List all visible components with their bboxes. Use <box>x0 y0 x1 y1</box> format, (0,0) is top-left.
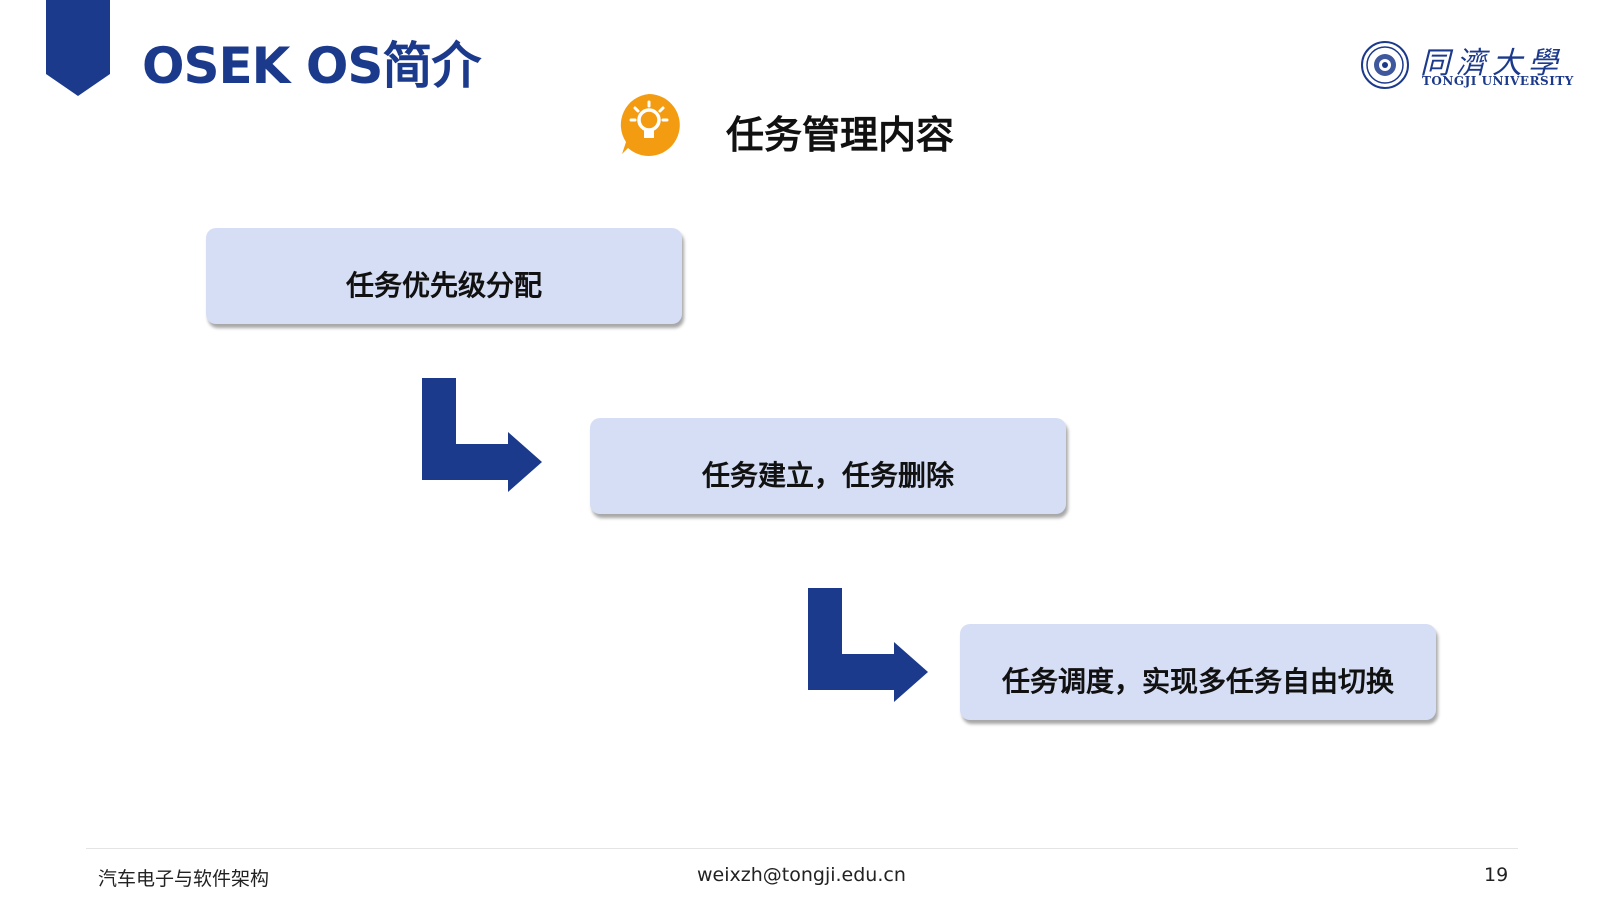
step-box-priority: 任务优先级分配 <box>206 228 682 324</box>
footer-divider <box>86 848 1518 849</box>
step-label: 任务调度，实现多任务自由切换 <box>1001 665 1394 698</box>
section-heading: 任务管理内容 <box>726 113 955 157</box>
page-title: OSEK OS简介 <box>142 37 481 95</box>
bent-arrow-icon <box>808 588 928 702</box>
title-marker <box>46 0 110 96</box>
step-label: 任务建立，任务删除 <box>701 459 954 492</box>
step-box-scheduling: 任务调度，实现多任务自由切换 <box>960 624 1436 720</box>
page-number: 19 <box>1484 864 1509 886</box>
footer-course-name: 汽车电子与软件架构 <box>98 868 270 890</box>
university-seal-icon <box>1361 41 1409 89</box>
bent-arrow-icon <box>422 378 542 492</box>
step-box-create-delete: 任务建立，任务删除 <box>590 418 1066 514</box>
step-label: 任务优先级分配 <box>345 269 542 302</box>
footer-email: weixzh@tongji.edu.cn <box>697 864 906 886</box>
logo-english-name: TONGJI UNIVERSITY <box>1422 74 1574 88</box>
logo-chinese-name: 同濟大學 <box>1420 46 1564 81</box>
university-logo: 同濟大學 TONGJI UNIVERSITY <box>1360 38 1573 98</box>
lightbulb-icon <box>620 94 680 156</box>
